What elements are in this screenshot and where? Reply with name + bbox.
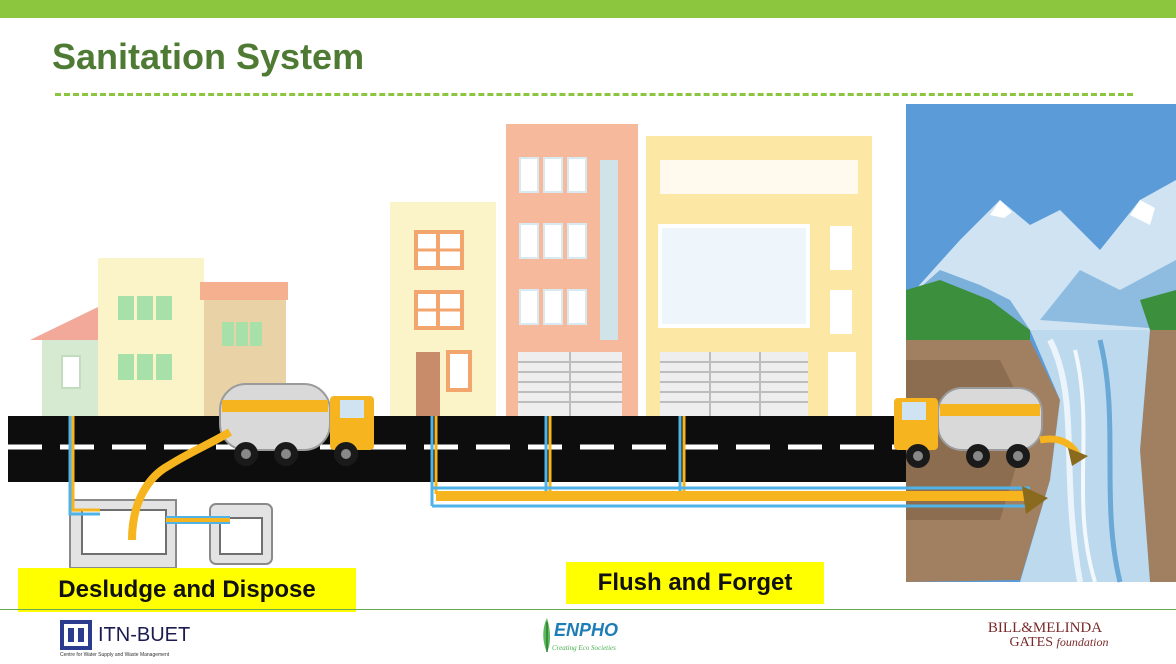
title-divider	[55, 93, 1133, 96]
gates-foundation-logo: BILL&MELINDA GATES foundation	[960, 620, 1130, 651]
slide-title: Sanitation System	[52, 36, 365, 77]
building-icon	[30, 124, 872, 416]
footer: ITN-BUET Centre for Water Supply and Was…	[0, 610, 1176, 664]
gates-line-1: BILL&MELINDA	[987, 620, 1103, 636]
mountain-river-icon	[906, 104, 1176, 583]
itn-buet-name: ITN-BUET	[98, 624, 191, 646]
enpho-leaf-icon	[543, 618, 551, 652]
enpho-tagline: Creating Eco Societies	[552, 644, 616, 652]
footer-divider	[0, 609, 1176, 610]
gates-line-2: GATES foundation	[960, 635, 1130, 651]
top-accent-bar	[0, 0, 1176, 18]
gates-foundation-word: foundation	[1056, 635, 1109, 649]
septic-tank-icon	[69, 499, 273, 569]
gates-name: GATES	[1009, 635, 1054, 650]
flush-label: Flush and Forget	[566, 562, 824, 604]
desludge-label: Desludge and Dispose	[18, 568, 356, 612]
truck-icon	[219, 383, 374, 466]
itn-buet-subtitle: Centre for Water Supply and Waste Manage…	[60, 652, 170, 658]
itn-logo-icon	[60, 620, 92, 650]
truck-icon	[894, 387, 1088, 468]
enpho-name: ENPHO	[554, 620, 619, 640]
